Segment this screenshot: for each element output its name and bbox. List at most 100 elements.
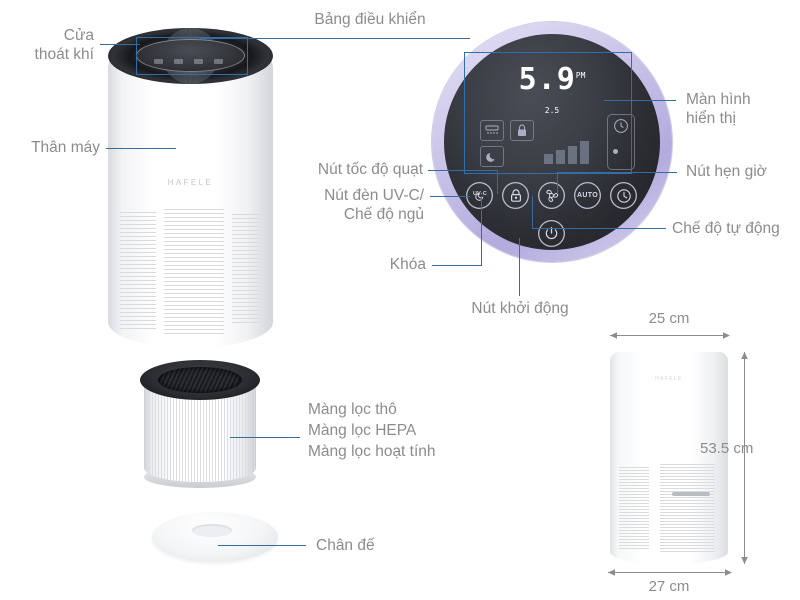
vent-slat [120, 224, 156, 225]
vent-slat [164, 265, 224, 266]
label-machine-body: Thân máy [31, 139, 100, 156]
vent-slat [660, 506, 715, 507]
vent-slat [232, 306, 262, 307]
vent-slat [660, 521, 715, 522]
filter-pleat [179, 382, 180, 482]
filter-pleat [221, 382, 222, 482]
vent-slat [619, 539, 649, 540]
dim-bottom-line [608, 572, 730, 573]
vent-slat [232, 282, 262, 283]
leader-display-screen [604, 100, 676, 101]
timer-button[interactable] [610, 182, 637, 209]
vent-slat [232, 278, 262, 279]
leader-timer-button-v [557, 172, 558, 194]
filter-pleat [182, 382, 183, 482]
lower-vent-panel-right [232, 214, 262, 326]
vent-slat [164, 289, 224, 290]
vent-slat [120, 328, 156, 329]
vent-slat [120, 280, 156, 281]
vent-slat [619, 533, 649, 534]
vent-slat [619, 515, 649, 516]
label-lock: Khóa [389, 256, 426, 273]
vent-slat [164, 309, 224, 310]
vent-slat [120, 288, 156, 289]
filter-pleat [158, 382, 159, 482]
vent-slat [232, 230, 262, 231]
filter-pleat [176, 382, 177, 482]
vent-slat [619, 485, 649, 486]
lock-indicator [510, 120, 534, 141]
label-fan-speed: Nút tốc độ quạt [317, 161, 423, 178]
vent-slat [120, 260, 156, 261]
vent-slat [619, 527, 649, 528]
vent-slat [120, 216, 156, 217]
power-button[interactable] [538, 220, 565, 247]
label-power-button: Nút khởi động [471, 300, 569, 317]
vent-slat [232, 214, 262, 215]
top-icon-2 [174, 59, 183, 64]
vent-slat [660, 500, 715, 501]
filter-pleat [209, 382, 210, 482]
vent-slat [619, 494, 649, 495]
vent-slat [619, 482, 649, 483]
filter-pleat [248, 382, 249, 482]
dim-height-line [744, 352, 745, 564]
dimension-vent-left [619, 467, 649, 549]
filter-pleat [185, 382, 186, 482]
vent-slat [619, 476, 649, 477]
vent-slat [164, 277, 224, 278]
leader-fan-speed-v [497, 170, 498, 194]
lock-button[interactable] [502, 182, 529, 209]
fan-speed-button[interactable] [538, 182, 565, 209]
vent-slat [164, 333, 224, 334]
vent-slat [120, 212, 156, 213]
control-panel-callout-box [136, 37, 248, 75]
vent-slat [232, 242, 262, 243]
vent-slat [660, 518, 715, 519]
vent-slat [164, 249, 224, 250]
filter-pleat [224, 382, 225, 482]
label-air-outlet: Cửa thoát khí [34, 27, 94, 63]
vent-slat [120, 232, 156, 233]
filter-pleat [218, 382, 219, 482]
filter-pleat [230, 382, 231, 482]
vent-slat [120, 244, 156, 245]
filter-pleat [191, 382, 192, 482]
vent-slat [120, 252, 156, 253]
purifier-body: HAFELE [108, 54, 273, 348]
vent-slat [660, 524, 715, 525]
vent-slat [164, 213, 224, 214]
label-timer-button: Nút hẹn giờ [686, 163, 767, 180]
dim-top-arrows [610, 332, 730, 339]
fan-bar-3 [568, 146, 577, 164]
vent-slat [164, 237, 224, 238]
filter-pleat [194, 382, 195, 482]
auto-mode-button[interactable]: AUTO [574, 182, 601, 209]
vent-slat [120, 272, 156, 273]
dim-bottom-width: 27 cm [648, 578, 690, 595]
vent-slat [232, 290, 262, 291]
dim-height: 53.5 cm [700, 440, 754, 457]
auto-label: AUTO [577, 192, 598, 199]
vent-slat [232, 270, 262, 271]
filter-pleat [164, 382, 165, 482]
dim-top-width: 25 cm [648, 310, 690, 327]
filter-pleat [152, 382, 153, 482]
leader-machine-body [106, 148, 176, 149]
vent-slat [164, 233, 224, 234]
vent-slat [164, 217, 224, 218]
vent-slat [120, 264, 156, 265]
dimension-brand-logo: HAFELE [655, 376, 683, 382]
filter-carbon-mesh [158, 367, 242, 393]
vent-slat [120, 256, 156, 257]
brand-logo: HAFELE [167, 178, 214, 187]
vent-slat [660, 482, 715, 483]
vent-slat [232, 262, 262, 263]
uvc-sleep-button[interactable]: UV-C [466, 182, 493, 209]
vent-slat [619, 509, 649, 510]
vent-slat [232, 226, 262, 227]
leader-air-outlet [100, 44, 140, 45]
vent-slat [660, 488, 715, 489]
leader-filters [230, 437, 300, 438]
